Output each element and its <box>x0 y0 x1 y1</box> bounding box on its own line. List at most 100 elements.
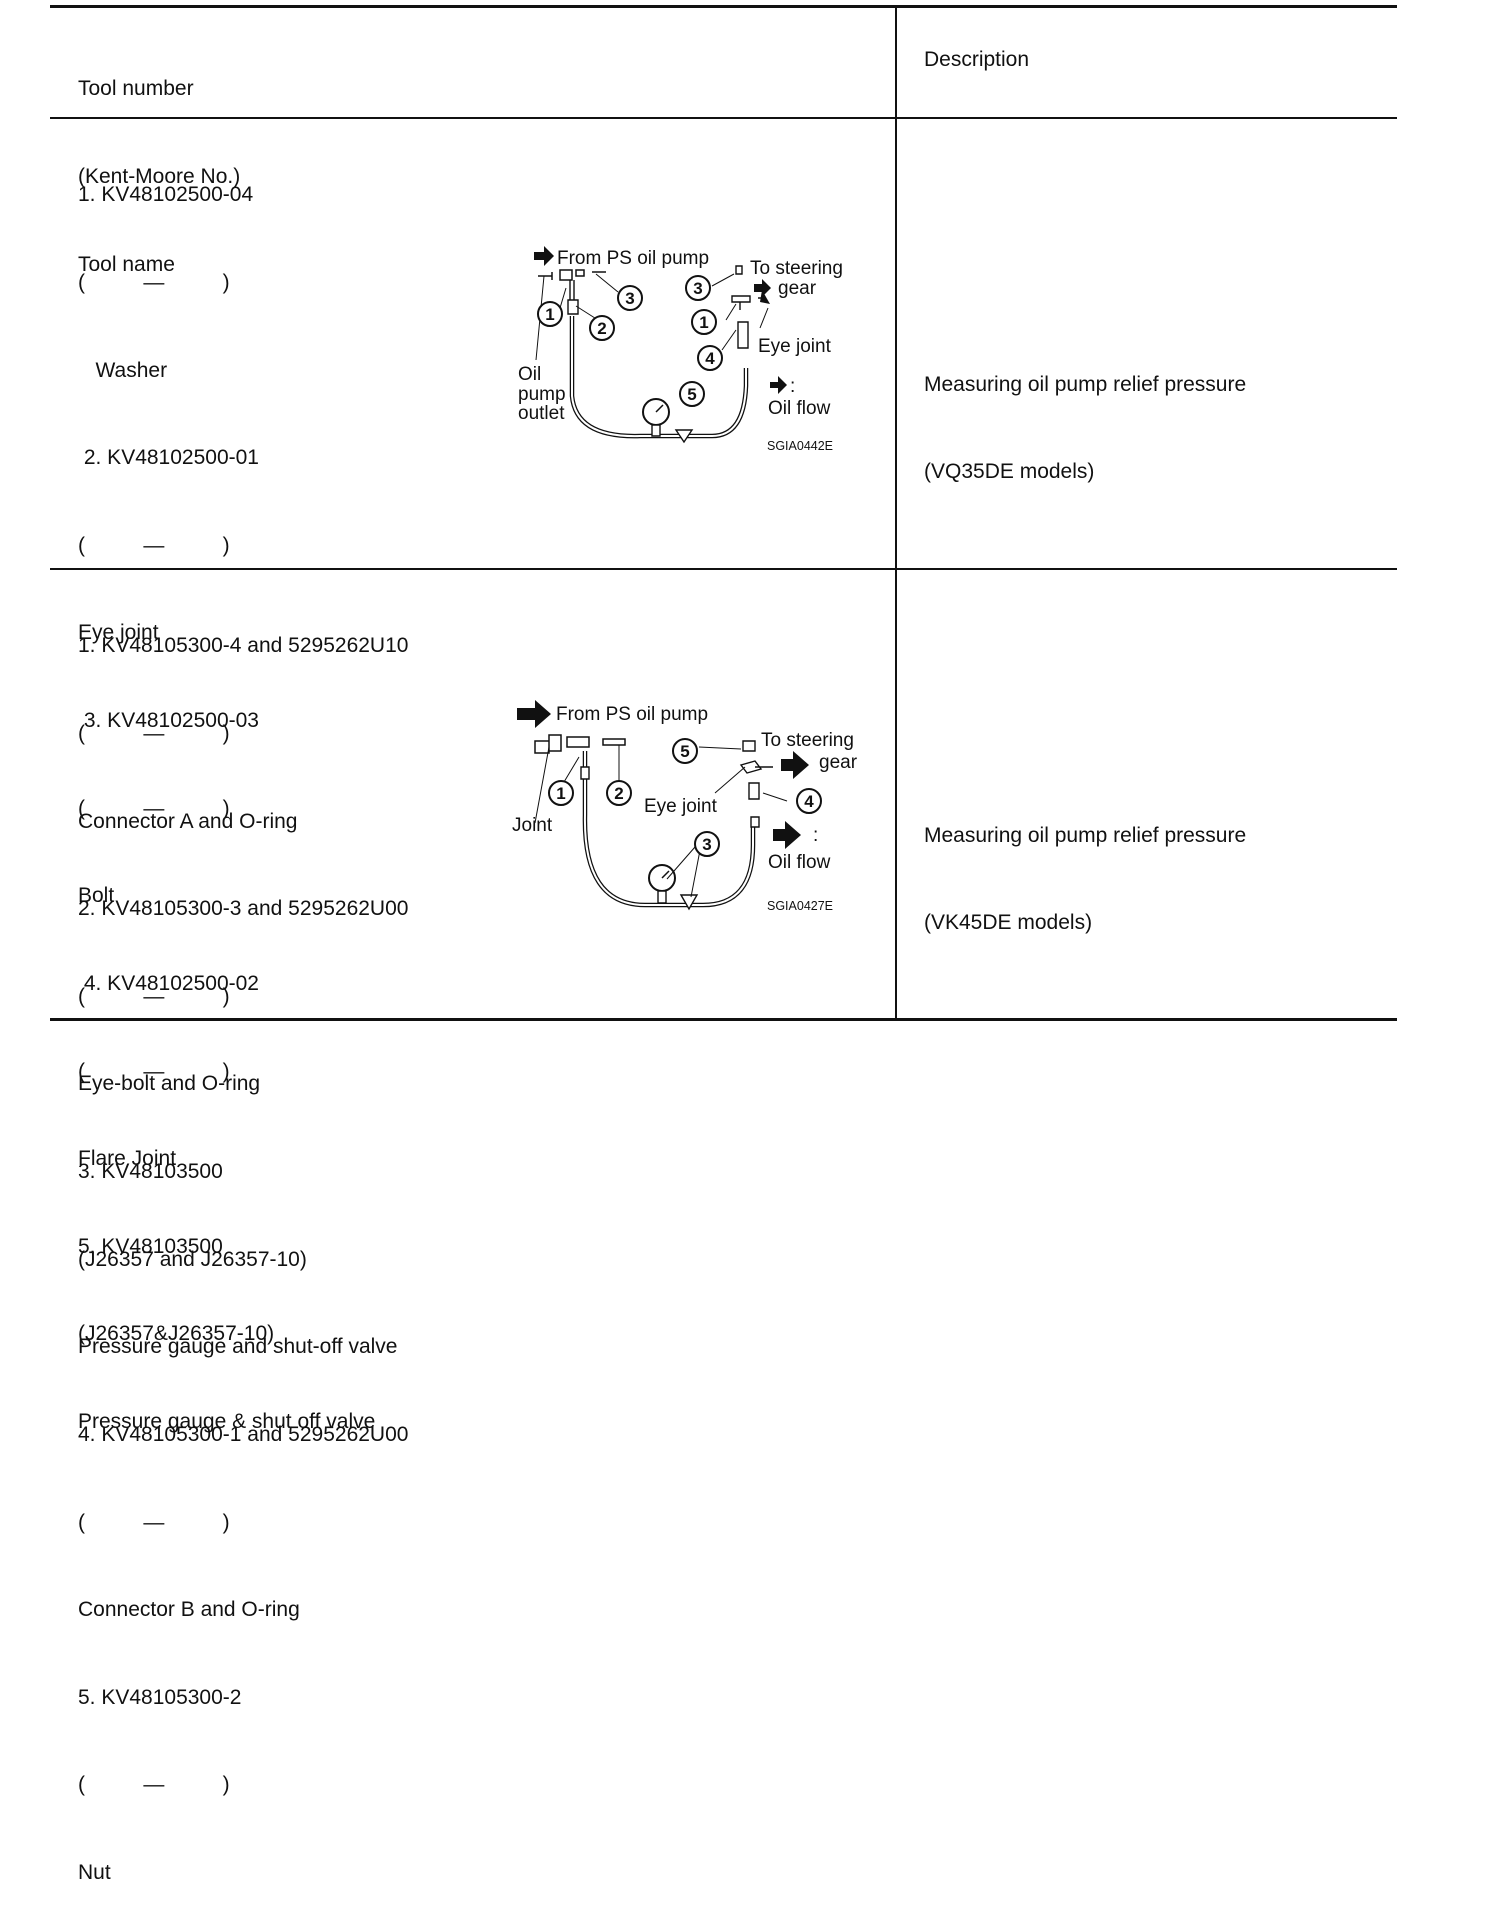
flow-arrow-icon <box>517 700 551 728</box>
tool-line: Pressure gauge and shut-off valve <box>78 1335 398 1359</box>
flow-legend-colon: : <box>813 825 818 846</box>
svg-text:1: 1 <box>545 305 554 324</box>
svg-text:4: 4 <box>804 792 814 811</box>
svg-text:4: 4 <box>705 349 715 368</box>
header-tool-line: (Kent-Moore No.) <box>78 165 241 189</box>
eye-joint-label: Eye joint <box>644 796 718 817</box>
callout-5: 5 <box>679 381 705 407</box>
callout-4: 4 <box>697 345 723 371</box>
tool-line: ( — ) <box>78 1773 230 1797</box>
svg-text:3: 3 <box>693 279 702 298</box>
callout-1: 1 <box>548 780 574 806</box>
oil-pump-outlet-label-3: outlet <box>518 403 565 424</box>
eye-joint-label: Eye joint <box>758 336 832 357</box>
tool-line: ( — ) <box>78 984 230 1008</box>
table-top-rule <box>50 5 1397 8</box>
shut-off-valve-icon <box>651 424 694 444</box>
flow-arrow-icon <box>534 246 554 266</box>
callout-1-right: 1 <box>691 309 717 335</box>
oil-flow-label: Oil flow <box>768 852 831 873</box>
tool-line: Eye-bolt and O-ring <box>78 1072 261 1096</box>
tool-line: ( — ) <box>78 796 230 820</box>
callout-4: 4 <box>796 788 822 814</box>
flow-arrow-icon <box>781 751 809 779</box>
callout-3: 3 <box>617 285 643 311</box>
tool-line: (J26357 and J26357-10) <box>78 1247 307 1271</box>
figure-code: SGIA0427E <box>767 899 833 913</box>
eye-bolt-icon <box>602 738 626 746</box>
callout-3-right: 3 <box>685 275 711 301</box>
description-line: (VK45DE models) <box>924 911 1093 934</box>
tool-line: Connector B and O-ring <box>78 1598 300 1622</box>
header-tool-line: Tool number <box>78 77 194 101</box>
column-divider <box>895 5 897 1021</box>
tool-line: 4. KV48102500-02 <box>78 971 259 995</box>
row2-tool-list: 1. KV48105300-4 and 5295262U10 ( — ) Con… <box>78 573 408 1916</box>
tool-line: 4. KV48105300-1 and 5295262U00 <box>78 1422 409 1446</box>
flow-legend-colon: : <box>790 376 795 397</box>
to-steering-label: To steering <box>750 258 843 279</box>
from-pump-label: From PS oil pump <box>557 248 709 269</box>
callout-1: 1 <box>537 301 563 327</box>
to-steering-label-2: gear <box>778 278 817 299</box>
header-tool-column: Tool number (Kent-Moore No.) Tool name <box>78 16 240 308</box>
row2-description: Measuring oil pump relief pressure (VK45… <box>924 763 1246 966</box>
description-line: (VQ35DE models) <box>924 460 1095 483</box>
fitting-parts-right <box>731 265 766 349</box>
tool-line: ( — ) <box>78 722 230 746</box>
leader-lines <box>534 745 788 898</box>
figure-code: SGIA0442E <box>767 439 833 453</box>
tool-line: 1. KV48105300-4 and 5295262U10 <box>78 634 409 658</box>
tool-line: ( — ) <box>78 271 230 295</box>
fitting-parts-left <box>538 269 606 281</box>
oil-pump-outlet-label-2: pump <box>518 384 566 405</box>
header-description: Description <box>924 48 1030 71</box>
to-steering-label: To steering <box>761 730 854 751</box>
svg-text:2: 2 <box>614 784 623 803</box>
to-steering-label-2: gear <box>819 752 858 773</box>
row-divider-rule <box>50 568 1397 570</box>
svg-text:3: 3 <box>702 835 711 854</box>
header-bottom-rule <box>50 117 1397 119</box>
oil-flow-label: Oil flow <box>768 398 831 419</box>
svg-text:1: 1 <box>699 313 708 332</box>
row2-tool-illustration: From PS oil pump 1 2 5 4 3 To steering g… <box>512 700 858 913</box>
tool-line: Washer <box>78 358 168 382</box>
flow-arrow-icon <box>754 279 771 297</box>
description-line: Measuring oil pump relief pressure <box>924 824 1247 847</box>
tool-line: 1. KV48102500-04 <box>78 183 254 207</box>
flow-legend-arrow-icon <box>770 376 787 394</box>
tool-line: 3. KV48103500 <box>78 1160 223 1184</box>
hose-inner <box>583 751 754 906</box>
hose-inner <box>571 316 747 438</box>
tool-line: Eye joint <box>78 621 159 645</box>
eye-joint-fitting <box>567 280 579 315</box>
row1-tool-illustration: From PS oil pump 1 2 3 3 1 4 5 To steeri… <box>518 246 843 453</box>
flow-legend-arrow-icon <box>773 821 801 849</box>
tool-line: 2. KV48102500-01 <box>78 446 259 470</box>
tool-line: Bolt <box>78 884 115 908</box>
shut-off-valve-icon <box>657 890 699 911</box>
callout-3: 3 <box>694 831 720 857</box>
tool-line: 3. KV48102500-03 <box>78 709 259 733</box>
oil-pump-outlet-label: Oil <box>518 364 541 385</box>
header-tool-line: Tool name <box>78 252 175 276</box>
tool-line: ( — ) <box>78 533 230 557</box>
tool-line: Nut <box>78 1860 111 1884</box>
row1-description: Measuring oil pump relief pressure (VQ35… <box>924 312 1246 515</box>
fitting-parts-right <box>739 740 773 828</box>
tool-line: 5. KV48105300-2 <box>78 1685 242 1709</box>
description-line: Measuring oil pump relief pressure <box>924 373 1247 396</box>
svg-text:1: 1 <box>556 784 565 803</box>
connector-a-icon <box>534 734 590 754</box>
tool-line: 2. KV48105300-3 and 5295262U00 <box>78 897 409 921</box>
callout-5: 5 <box>672 738 698 764</box>
svg-text:5: 5 <box>680 742 689 761</box>
svg-text:2: 2 <box>597 319 606 338</box>
callout-2: 2 <box>589 315 615 341</box>
svg-text:5: 5 <box>687 385 696 404</box>
tool-line: Connector A and O-ring <box>78 809 298 833</box>
from-pump-label: From PS oil pump <box>556 704 708 725</box>
svg-text:3: 3 <box>625 289 634 308</box>
joint-label: Joint <box>512 815 553 836</box>
